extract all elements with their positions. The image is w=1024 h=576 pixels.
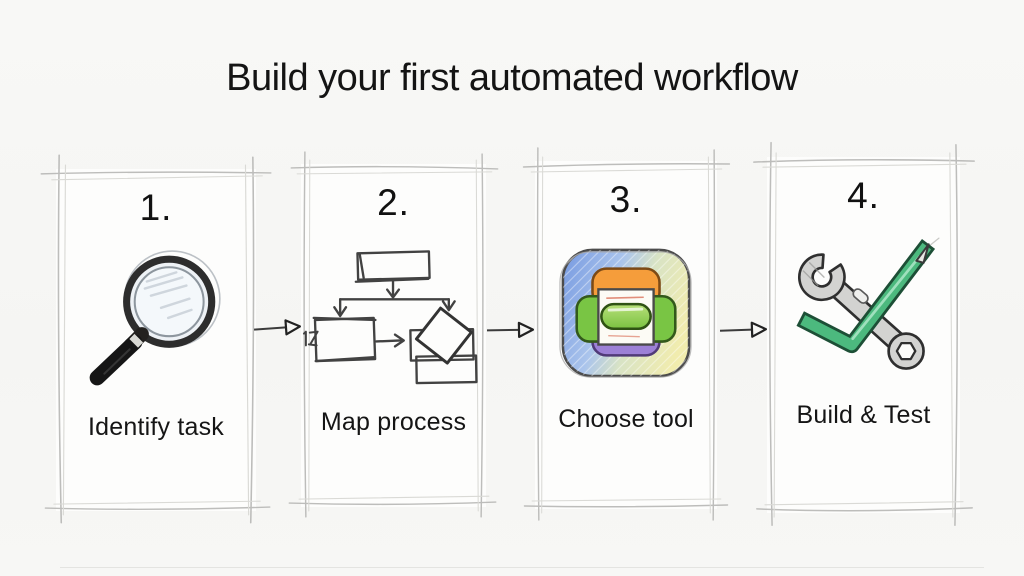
step-number: 3.: [609, 179, 643, 220]
flowchart-icon: [302, 250, 478, 385]
step-number: 1.: [139, 187, 173, 228]
step-number: 2.: [377, 182, 410, 223]
arrow-right-icon: [486, 321, 535, 338]
colorful-app-icon: [559, 248, 692, 378]
arrow-right-icon: [719, 321, 768, 338]
magnifying-glass-icon: [89, 250, 221, 386]
step-panel-identify-task: 1. Identify task: [40, 154, 272, 524]
step-panel-choose-tool: 3.: [522, 147, 731, 521]
step-label: Identify task: [88, 413, 224, 441]
arrow-right-icon: [253, 319, 302, 336]
step-panel-map-process: 2.: [288, 151, 499, 518]
step-panel-build-test: 4.: [753, 141, 975, 527]
step-label: Build & Test: [796, 401, 931, 429]
paper-edge-line: [60, 567, 984, 568]
step-number: 4.: [847, 175, 880, 216]
wrench-and-screwdriver-icon: [795, 237, 940, 370]
step-label: Map process: [320, 408, 467, 436]
page-title: Build your first automated workflow: [226, 57, 798, 99]
step-label: Choose tool: [558, 405, 694, 433]
